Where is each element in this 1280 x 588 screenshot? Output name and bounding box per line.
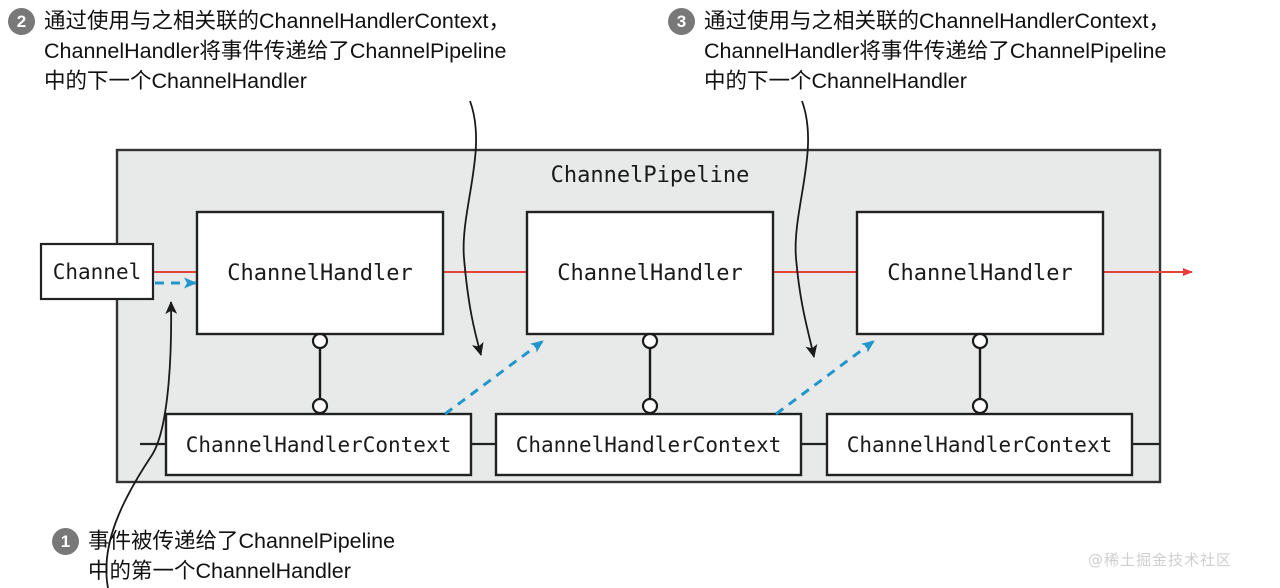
channel-handler-context-label-1: ChannelHandlerContext xyxy=(185,432,452,457)
callout-leader-1 xyxy=(105,301,178,588)
annotation-2: 2 通过使用与之相关联的ChannelHandlerContext， Chann… xyxy=(8,6,648,96)
channel-box xyxy=(39,242,155,301)
annotation-badge-3: 3 xyxy=(668,8,695,35)
annotation-text-1: 事件被传递给了ChannelPipeline 中的第一个ChannelHandl… xyxy=(88,529,396,583)
channel-handler-label-3: ChannelHandler xyxy=(887,260,1073,286)
pipeline-title: ChannelPipeline xyxy=(550,162,750,188)
event-propagation-arrow-2 xyxy=(444,339,544,416)
channel-handler-box-1 xyxy=(195,210,445,336)
callout-leader-3 xyxy=(794,100,818,358)
annotation-3: 3 通过使用与之相关联的ChannelHandlerContext， Chann… xyxy=(668,6,1278,96)
handler-context-association-2 xyxy=(641,332,659,415)
channel-handler-context-label-3: ChannelHandlerContext xyxy=(846,432,1113,457)
event-propagation-arrow-3 xyxy=(775,339,875,416)
channel-handler-box-3 xyxy=(855,210,1105,336)
channel-label: Channel xyxy=(52,259,142,284)
annotation-badge-2: 2 xyxy=(8,8,35,35)
annotation-badge-1: 1 xyxy=(52,528,79,555)
watermark: @稀土掘金技术社区 xyxy=(1088,551,1233,569)
handler-context-association-3 xyxy=(971,332,989,415)
channel-handler-box-2 xyxy=(525,210,775,336)
annotation-text-2: 通过使用与之相关联的ChannelHandlerContext， Channel… xyxy=(44,9,510,93)
channel-handler-context-label-2: ChannelHandlerContext xyxy=(515,432,782,457)
handler-context-association-1 xyxy=(311,332,329,415)
annotation-text-3: 通过使用与之相关联的ChannelHandlerContext， Channel… xyxy=(704,9,1170,93)
callout-leader-2 xyxy=(462,100,484,356)
annotation-1: 1 事件被传递给了ChannelPipeline 中的第一个ChannelHan… xyxy=(52,526,522,586)
channel-handler-label-2: ChannelHandler xyxy=(557,260,743,286)
channel-handler-label-1: ChannelHandler xyxy=(227,260,413,286)
